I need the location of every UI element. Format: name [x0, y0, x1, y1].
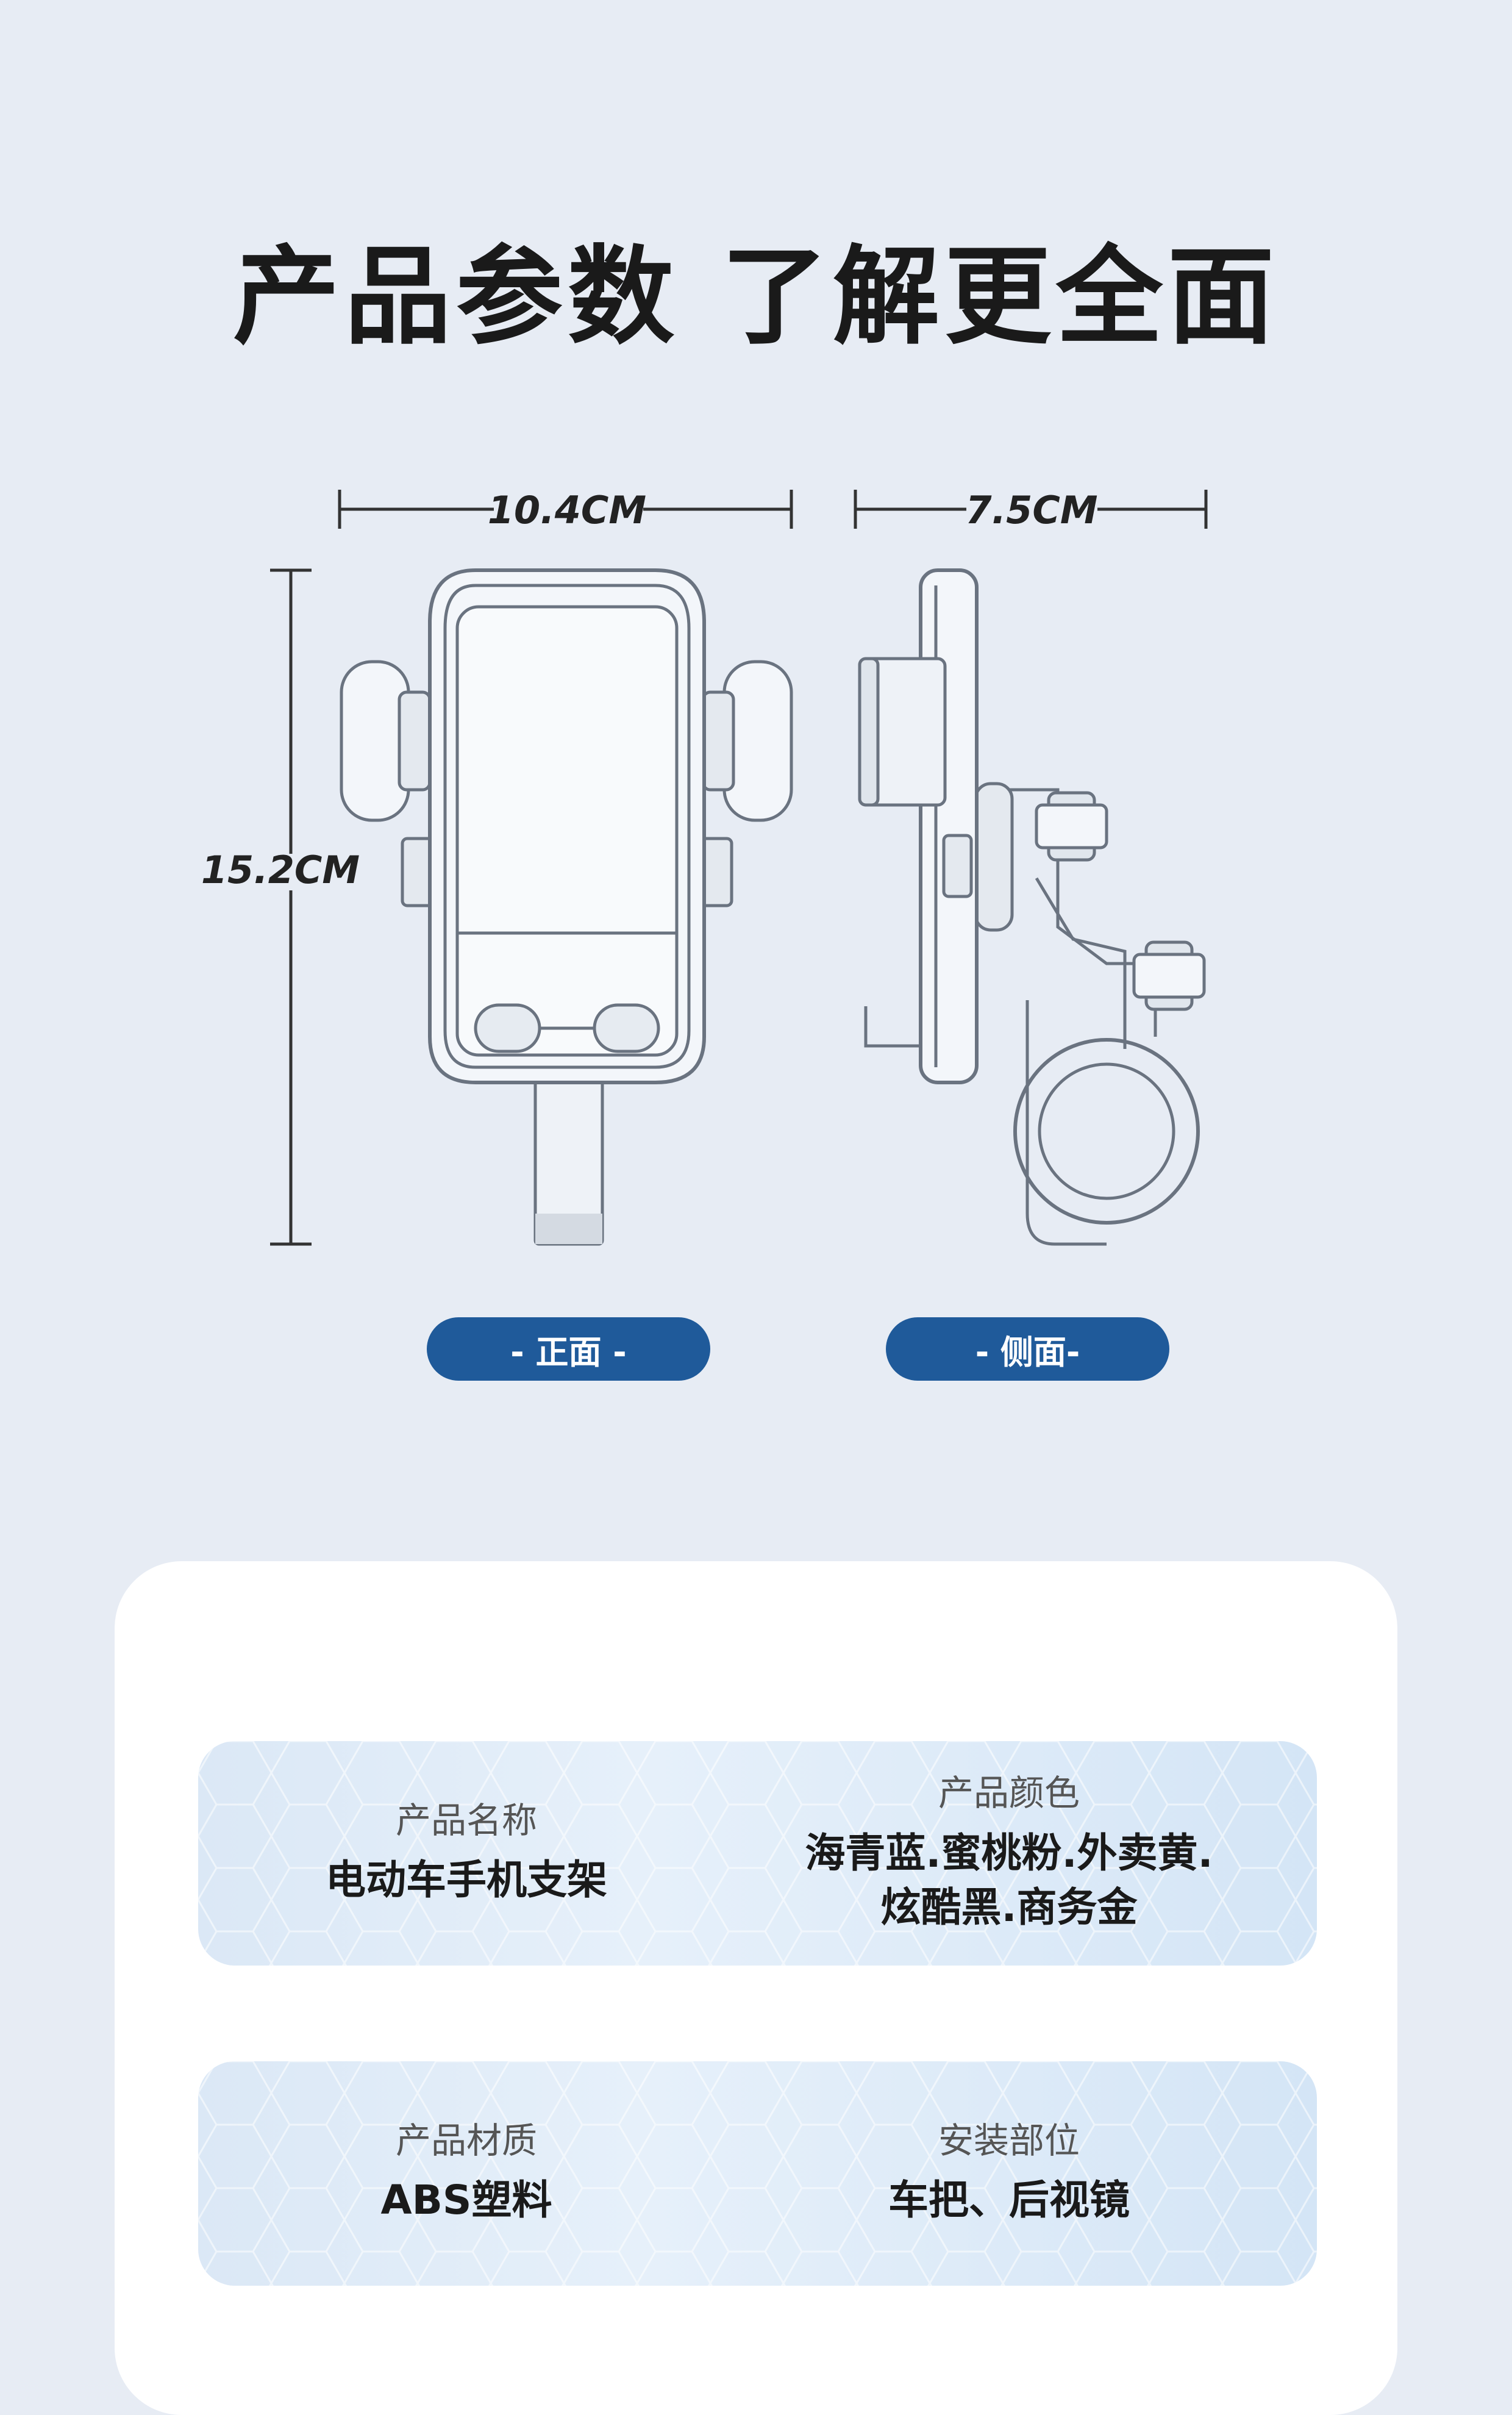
spec-item-material: 产品材质 ABS塑料 [198, 2061, 735, 2286]
front-view-holder [340, 568, 793, 1246]
spec-item-product-color: 产品颜色 海青蓝.蜜桃粉.外卖黄. 炫酷黑.商务金 [735, 1741, 1283, 1966]
side-width-label: 7.5CM [965, 488, 1097, 532]
spec-label: 产品材质 [395, 2119, 537, 2161]
front-width-label: 10.4CM [488, 488, 646, 532]
spec-item-product-name: 产品名称 电动车手机支架 [198, 1741, 735, 1966]
dimension-height [270, 568, 312, 1246]
dimension-side-width [854, 490, 1208, 529]
page-title: 产品参数 了解更全面 [233, 235, 1279, 359]
spec-label: 产品名称 [395, 1799, 537, 1841]
hex-pattern [198, 2061, 1317, 2286]
spec-label: 安装部位 [938, 2119, 1080, 2161]
product-dimension-diagram: 10.4CM 7.5CM 15.2CM [201, 488, 1208, 1246]
spec-value: 电动车手机支架 [326, 1856, 607, 1904]
spec-panel-material-install: 产品材质 ABS塑料 安装部位 车把、后视镜 [198, 2061, 1317, 2286]
spec-label: 产品颜色 [938, 1772, 1080, 1814]
height-label: 15.2CM [201, 848, 360, 892]
spec-value: 海青蓝.蜜桃粉.外卖黄. 炫酷黑.商务金 [805, 1829, 1213, 1931]
spec-panel-name-color: 产品名称 电动车手机支架 产品颜色 海青蓝.蜜桃粉.外卖黄. 炫酷黑.商务金 [198, 1741, 1317, 1966]
spec-card [115, 1561, 1397, 2415]
spec-item-install-location: 安装部位 车把、后视镜 [735, 2061, 1283, 2286]
side-view-badge: - 侧面- [886, 1317, 1169, 1381]
spec-value: 车把、后视镜 [888, 2177, 1130, 2224]
front-view-badge: - 正面 - [427, 1317, 710, 1381]
spec-value: ABS塑料 [380, 2177, 552, 2224]
side-view-holder [858, 568, 1206, 1246]
hex-pattern [198, 1741, 1317, 1966]
dimension-front-width [338, 490, 793, 529]
